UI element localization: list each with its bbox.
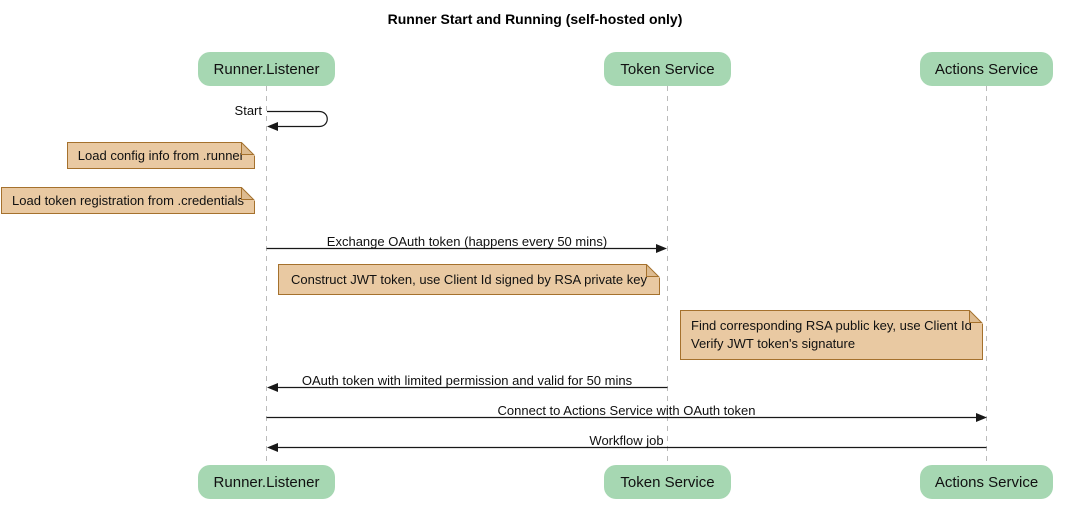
participant-runner-listener-top: Runner.Listener [198, 52, 335, 86]
participant-label: Runner.Listener [213, 60, 320, 78]
note-text: Load token registration from .credential… [12, 193, 244, 208]
note-fold-icon [968, 310, 983, 324]
self-message-loop [267, 110, 328, 128]
diagram-title: Runner Start and Running (self-hosted on… [387, 11, 683, 27]
participant-runner-listener-bottom: Runner.Listener [198, 465, 335, 499]
message-arrowhead-oauth-return [267, 383, 278, 392]
participant-token-service-bottom: Token Service [604, 465, 731, 499]
note-verify-jwt: Find corresponding RSA public key, use C… [680, 310, 983, 360]
note-construct-jwt: Construct JWT token, use Client Id signe… [278, 264, 660, 295]
note-text: Load config info from .runner [77, 148, 244, 163]
note-text: Find corresponding RSA public key, use C… [691, 318, 972, 351]
participant-label: Actions Service [934, 473, 1039, 491]
participant-label: Token Service [620, 60, 715, 78]
note-fold-icon [645, 264, 660, 278]
message-label-workflow-job: Workflow job [589, 433, 664, 448]
message-label-exchange-oauth: Exchange OAuth token (happens every 50 m… [326, 234, 608, 249]
message-arrowhead-exchange-oauth [656, 244, 667, 253]
message-label-oauth-return: OAuth token with limited permission and … [301, 373, 633, 388]
note-load-config: Load config info from .runner [66, 142, 255, 169]
self-message-arrowhead [267, 122, 278, 131]
participant-actions-service-bottom: Actions Service [920, 465, 1053, 499]
note-fold-icon [241, 142, 255, 156]
note-fold-icon [241, 187, 255, 201]
participant-label: Actions Service [934, 60, 1039, 78]
participant-actions-service-top: Actions Service [920, 52, 1053, 86]
participant-token-service-top: Token Service [604, 52, 731, 86]
message-arrowhead-workflow-job [267, 443, 278, 452]
message-label-start: Start [234, 103, 262, 118]
note-load-token-registration: Load token registration from .credential… [1, 187, 255, 214]
note-text: Construct JWT token, use Client Id signe… [291, 272, 647, 287]
participant-label: Token Service [620, 473, 715, 491]
message-arrowhead-connect-actions [976, 413, 987, 422]
message-label-connect-actions: Connect to Actions Service with OAuth to… [497, 403, 756, 418]
participant-label: Runner.Listener [213, 473, 320, 491]
